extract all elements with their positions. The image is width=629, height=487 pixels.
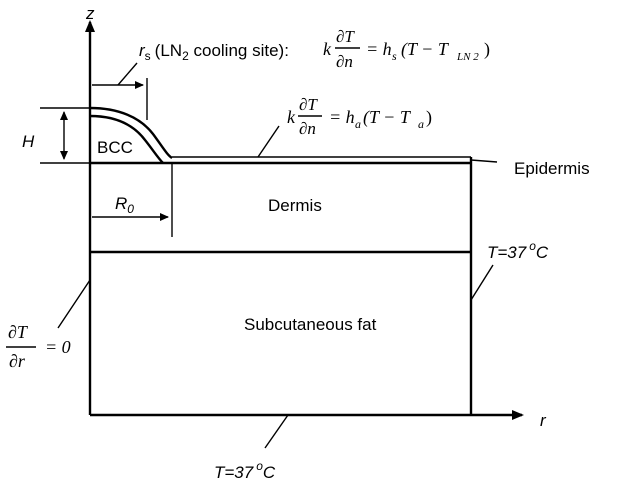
svg-text:∂n: ∂n [299,119,316,138]
rs-annotation: rs(LN2 cooling site): [139,41,289,63]
svg-text:∂T: ∂T [8,322,29,342]
bcc-label: BCC [97,138,133,157]
svg-text:a: a [418,117,424,131]
r-axis-label: r [540,411,547,430]
svg-text:s: s [392,49,397,63]
svg-text:∂T: ∂T [336,27,355,46]
svg-text:∂T: ∂T [299,95,318,114]
epidermis-leader [470,159,498,163]
svg-text:(T − T: (T − T [363,107,412,128]
right-temp-leader [470,264,494,301]
svg-text:∂r: ∂r [9,351,26,371]
subcutaneous-fat-label: Subcutaneous fat [244,315,377,334]
bcc-inner-contour [89,114,164,164]
svg-text:): ) [484,39,490,60]
surface-leader [257,125,280,158]
svg-text:k: k [323,39,332,59]
skin-surface-equation: k ∂T ∂n = h a (T − T a ) [287,95,432,138]
bottom-temp-leader [264,414,289,449]
symmetry-equation: ∂T ∂r = 0 [6,322,71,371]
h-label: H [22,132,35,151]
svg-text:a: a [355,117,361,131]
svg-text:= h: = h [366,39,392,59]
svg-text:LN 2: LN 2 [456,51,479,63]
r0-label: R0 [115,194,134,216]
svg-text:): ) [426,107,432,128]
svg-text:= 0: = 0 [45,337,71,357]
cooling-site-equation: k ∂T ∂n = h s (T − T LN 2 ) [323,27,490,71]
svg-text:k: k [287,107,296,127]
rs-leader [117,62,138,86]
svg-text:= h: = h [329,107,355,127]
dermis-label: Dermis [268,196,322,215]
bcc-outer-contour [89,106,173,160]
svg-text:∂n: ∂n [336,52,353,71]
epidermis-label: Epidermis [514,159,590,178]
z-axis-label: z [85,4,95,23]
svg-text:(T − T: (T − T [401,39,450,60]
symmetry-leader [57,279,91,329]
